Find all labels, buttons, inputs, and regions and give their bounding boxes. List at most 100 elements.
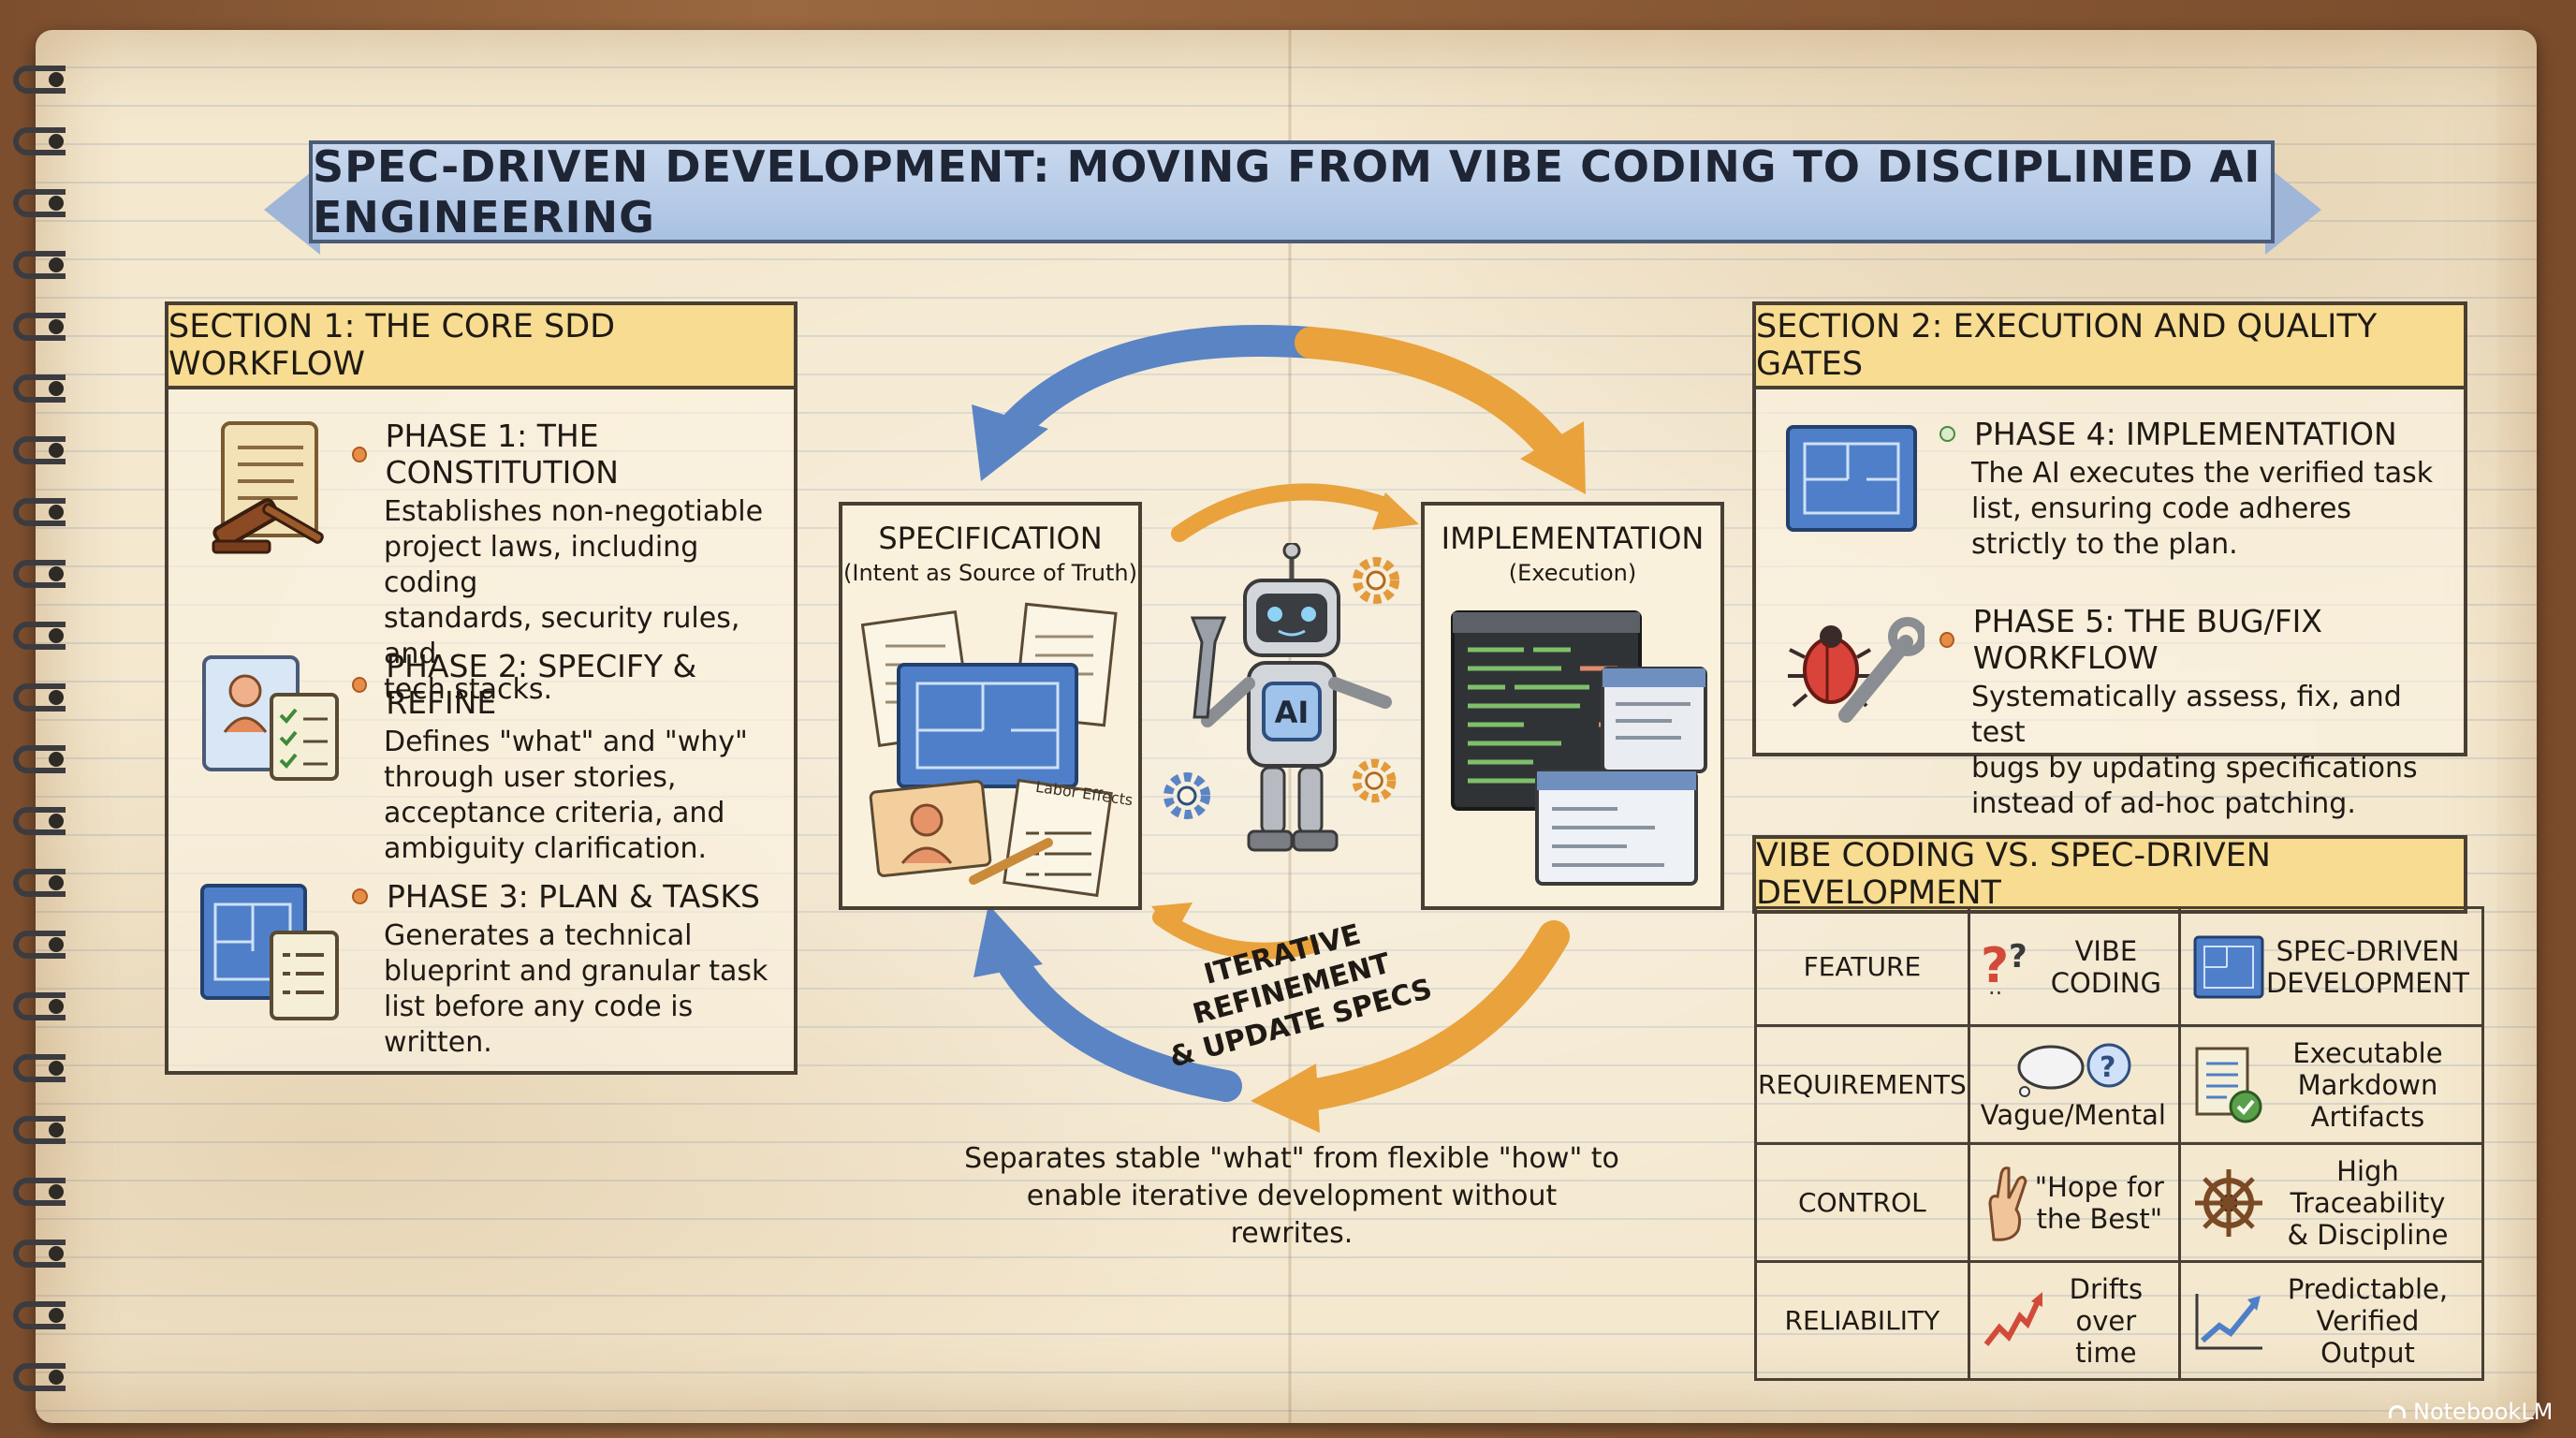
spec-subtitle: (Intent as Source of Truth) [843, 560, 1137, 586]
spiral-ring [13, 1054, 66, 1082]
phase1-title: PHASE 1: THE CONSTITUTION [385, 418, 619, 491]
thought-cloud-question-icon: ? [2017, 1043, 2131, 1097]
spec-documents-icon [861, 602, 1118, 898]
zigzag-arrow-icon [1983, 1291, 2042, 1346]
impl-title: IMPLEMENTATION [1441, 521, 1705, 556]
gear-icon [1164, 772, 1210, 819]
spiral-ring [13, 374, 66, 403]
phase1: PHASE 1: THE CONSTITUTION Establishes no… [352, 418, 792, 708]
bottom-arrow-blue-head [973, 904, 1043, 977]
spiral-ring [13, 992, 66, 1020]
section2-heading: SECTION 2: EXECUTION AND QUALITY GATES [1756, 308, 2378, 383]
spiral-ring [13, 1301, 66, 1329]
row3-vibe: Drifts over time [2069, 1272, 2144, 1369]
svg-text:?: ? [2100, 1051, 2115, 1084]
phase1-desc: Establishes non-negotiable project laws,… [384, 495, 764, 706]
section1-panel: SECTION 1: THE CORE SDD WORKFLOW PHASE 1… [165, 301, 798, 1075]
bottom-arrow-blue [991, 939, 1242, 1102]
spiral-ring [13, 622, 66, 650]
checked-document-icon [2195, 1047, 2262, 1123]
phase3-desc: Generates a technical blueprint and gran… [384, 919, 768, 1059]
bullet-icon [352, 676, 368, 693]
watermark-text: NotebookLM [2413, 1399, 2554, 1425]
row2-vibe: "Hope for the Best" [2034, 1170, 2164, 1235]
spiral-ring [13, 745, 66, 773]
spiral-ring [13, 436, 66, 464]
gear-icon [1353, 557, 1399, 604]
phase4: PHASE 4: IMPLEMENTATION The AI executes … [1939, 416, 2464, 563]
svg-text:?: ? [1981, 938, 2009, 994]
phase2-desc: Defines "what" and "why" through user st… [384, 726, 748, 865]
row2-feature: CONTROL [1754, 1142, 1970, 1263]
title-banner: SPEC-DRIVEN DEVELOPMENT: MOVING FROM VIB… [309, 140, 2275, 243]
top-arrow-orange-head [1520, 421, 1586, 494]
spiral-ring [13, 1178, 66, 1206]
question-marks-icon: ??·· [1981, 938, 2027, 1005]
feature-header: FEATURE [1754, 906, 1970, 1027]
spiral-ring [13, 1240, 66, 1268]
spiral-ring [13, 869, 66, 897]
crossed-fingers-icon [1988, 1166, 2027, 1241]
ship-wheel-icon [2194, 1168, 2262, 1237]
top-arrow-blue-head [972, 404, 1048, 481]
row1-spec-cell: Executable Markdown Artifacts [2177, 1024, 2484, 1145]
phase3: PHASE 3: PLAN & TASKS Generates a techni… [352, 878, 792, 1061]
spiral-ring [13, 1363, 66, 1391]
table-row: REQUIREMENTS ? Vague/Mental Executable M… [1754, 1024, 2484, 1145]
bottom-arrow-orange-head [1251, 1064, 1320, 1133]
watermark: NotebookLM [2389, 1399, 2553, 1425]
phase3-title: PHASE 3: PLAN & TASKS [387, 878, 760, 915]
code-windows-icon [1451, 610, 1707, 886]
bullet-icon [1939, 631, 1954, 648]
table-row: RELIABILITY Drifts over time Predictable… [1754, 1260, 2484, 1381]
spiral-ring [13, 313, 66, 341]
row1-feature: REQUIREMENTS [1754, 1024, 1970, 1145]
user-story-checklist-icon [202, 655, 339, 781]
implementation-card: IMPLEMENTATION (Execution) [1421, 502, 1724, 910]
bullet-icon [352, 446, 367, 462]
phase4-desc: The AI executes the verified task list, … [1971, 457, 2434, 561]
blueprint-icon [2193, 935, 2264, 998]
blueprint-icon [1786, 425, 1917, 532]
section1-header: SECTION 1: THE CORE SDD WORKFLOW [168, 305, 794, 389]
inner-arrow-orange-head [1151, 902, 1193, 936]
cycle-arrows [972, 325, 1586, 1133]
phase5-desc: Systematically assess, fix, and test bug… [1971, 681, 2418, 820]
row2-spec: High Traceability & Discipline [2287, 1154, 2449, 1251]
phase2-title: PHASE 2: SPECIFY & REFINE [386, 648, 697, 721]
gear-icon [1352, 758, 1397, 803]
bullet-icon [1939, 426, 1955, 442]
mid-arrow-orange [1171, 483, 1394, 542]
gavel-scroll-icon [212, 421, 324, 554]
ai-robot-icon [1190, 543, 1392, 852]
section2-header: SECTION 2: EXECUTION AND QUALITY GATES [1756, 305, 2464, 389]
top-arrow-orange [1295, 327, 1570, 465]
row3-feature: RELIABILITY [1754, 1260, 1970, 1381]
spiral-ring [13, 498, 66, 526]
trending-up-icon [2195, 1293, 2262, 1349]
spiral-ring [13, 807, 66, 835]
spiral-ring [13, 560, 66, 588]
phase2: PHASE 2: SPECIFY & REFINE Defines "what"… [352, 648, 792, 867]
spec-header: SPEC-DRIVEN DEVELOPMENT [2265, 934, 2469, 999]
bottom-arrow-orange [1295, 920, 1570, 1111]
mid-arrow-orange-head [1372, 492, 1419, 530]
svg-text:··: ·· [1988, 980, 2002, 1005]
robot-ai-label: AI [1274, 695, 1310, 730]
svg-text:?: ? [2009, 938, 2027, 976]
spiral-ring [13, 189, 66, 217]
spiral-ring [13, 66, 66, 94]
comparison-table: FEATURE ??·· VIBE CODING SPEC-DRIVEN DEV… [1754, 906, 2484, 1381]
row3-spec-cell: Predictable, Verified Output [2177, 1260, 2484, 1381]
spec-header-cell: SPEC-DRIVEN DEVELOPMENT [2177, 906, 2484, 1027]
comparison-heading: VIBE CODING VS. SPEC-DRIVEN DEVELOPMENT [1756, 837, 2271, 912]
specification-card: SPECIFICATION (Intent as Source of Truth… [839, 502, 1142, 910]
row1-vibe: Vague/Mental [1980, 1098, 2166, 1131]
bug-wrench-icon [1788, 617, 1925, 723]
spiral-ring [13, 683, 66, 712]
spiral-ring [13, 1116, 66, 1144]
row1-vibe-cell: ? Vague/Mental [1967, 1024, 2181, 1145]
row2-vibe-cell: "Hope for the Best" [1967, 1142, 2181, 1263]
cycle-caption: Separates stable "what" from flexible "h… [964, 1142, 1619, 1250]
